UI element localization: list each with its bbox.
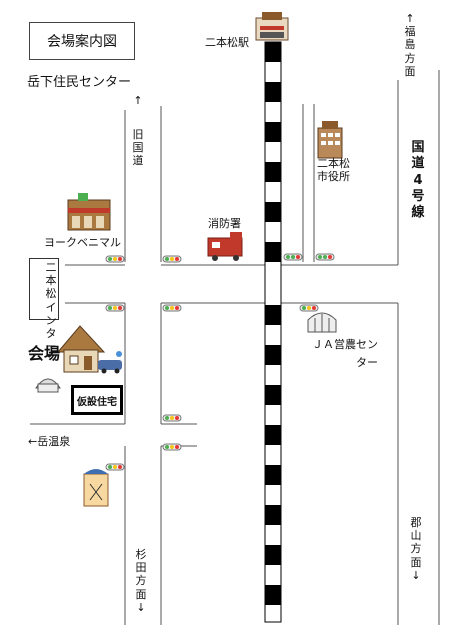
dake-onsen-direction: ←岳温泉 bbox=[28, 435, 71, 448]
interchange-box: 二本松インター bbox=[29, 258, 59, 353]
traffic-light-icon bbox=[315, 253, 335, 261]
traffic-light-icon bbox=[105, 255, 125, 263]
traffic-light-icon bbox=[162, 304, 182, 312]
traffic-light-icon bbox=[283, 253, 303, 261]
temporary-housing-box: 仮設住宅 bbox=[71, 385, 123, 415]
traffic-lights bbox=[105, 253, 335, 471]
venue-label: 会場 bbox=[28, 344, 61, 363]
house-icon bbox=[56, 325, 106, 373]
fukushima-direction-text: ↑福島方面 bbox=[404, 12, 416, 78]
traffic-light-icon bbox=[105, 463, 125, 471]
ja-center-label: ＪＡ営農センター bbox=[312, 338, 378, 369]
railway bbox=[264, 41, 282, 623]
sugita-direction: 杉田方面↓ bbox=[135, 548, 147, 614]
city-hall-icon bbox=[317, 121, 343, 159]
traffic-light-icon bbox=[162, 255, 182, 263]
york-benimaru-label: ヨークベニマル bbox=[44, 236, 121, 249]
ja-barn-icon bbox=[307, 312, 337, 333]
fukushima-direction-label: ↑福島方面 bbox=[403, 12, 417, 78]
city-hall-label: 二本松市役所 bbox=[317, 157, 350, 183]
koriyama-direction: 郡山方面↓ bbox=[410, 516, 422, 582]
traffic-light-icon bbox=[299, 304, 319, 312]
station-label: 二本松駅 bbox=[205, 36, 249, 49]
supermarket-icon bbox=[67, 193, 111, 231]
map-title: 会場案内図 bbox=[29, 22, 135, 60]
old-road-label: 旧国道 bbox=[132, 128, 144, 168]
roads bbox=[30, 70, 440, 625]
old-road-arrow: ↑ bbox=[133, 94, 143, 107]
fire-station-label: 消防署 bbox=[208, 217, 241, 230]
car-icon bbox=[98, 351, 122, 374]
traffic-light-icon bbox=[162, 443, 182, 451]
interchange-label: 二本松インター bbox=[45, 261, 57, 354]
route4-label: 国道4号線 bbox=[411, 140, 425, 220]
train-station-icon bbox=[255, 12, 289, 41]
venue-name-heading: 岳下住民センター bbox=[27, 75, 132, 90]
fire-truck-icon bbox=[207, 232, 243, 261]
traffic-light-icon bbox=[105, 304, 125, 312]
traffic-light-icon bbox=[162, 414, 182, 422]
community-center-icon bbox=[35, 378, 61, 393]
shop-icon bbox=[83, 469, 109, 507]
